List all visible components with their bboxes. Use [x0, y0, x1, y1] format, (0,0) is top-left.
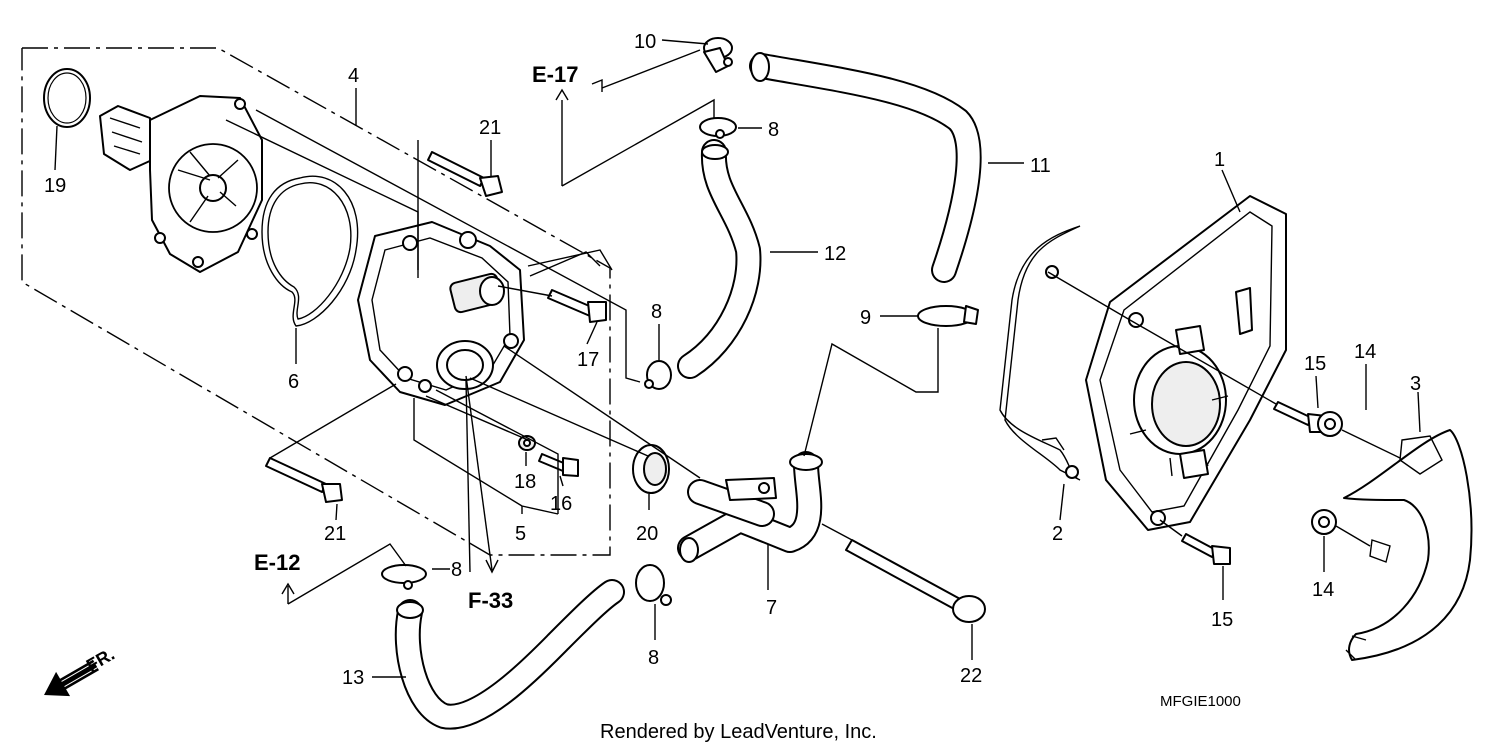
- bolt-21-upper[interactable]: [427, 151, 503, 197]
- hose-clamp-9[interactable]: [917, 305, 979, 327]
- diagram-code: MFGIE1000: [1160, 693, 1241, 710]
- callout-16: 16: [550, 493, 572, 515]
- callout-4: 4: [348, 65, 359, 87]
- hose-clamp-10[interactable]: [703, 37, 733, 73]
- callout-18: 18: [514, 471, 536, 493]
- callout-15-upper: 15: [1304, 353, 1326, 375]
- reference-f33[interactable]: F-33: [468, 588, 513, 613]
- callout-1: 1: [1214, 149, 1225, 171]
- callout-17: 17: [577, 349, 599, 371]
- callout-20: 20: [636, 523, 658, 545]
- gasket-6[interactable]: [261, 175, 359, 327]
- callout-5: 5: [515, 523, 526, 545]
- leader-lines: [54, 39, 1421, 678]
- hose-clamp-8-middle[interactable]: [644, 360, 672, 390]
- callout-labels: 1 2 3 4 5 6 7 8 8 8 8 9 10 11 12 13 14 1…: [44, 31, 1421, 689]
- water-pump-body[interactable]: [357, 221, 525, 406]
- bolt-17[interactable]: [547, 289, 607, 323]
- assembly-boundary: [21, 47, 611, 556]
- callout-7: 7: [766, 597, 777, 619]
- callout-14-upper: 14: [1354, 341, 1376, 363]
- water-joint-pipe-7[interactable]: [677, 451, 823, 563]
- o-ring-19[interactable]: [43, 68, 91, 128]
- grommet-14-lower[interactable]: [1311, 509, 1337, 535]
- reference-e17[interactable]: E-17: [532, 62, 578, 87]
- sprocket-cover-3[interactable]: [1343, 429, 1473, 661]
- callout-8-middle: 8: [651, 301, 662, 323]
- callout-8-upper: 8: [768, 119, 779, 141]
- cover-gasket-2[interactable]: [999, 225, 1081, 481]
- callout-21-lower: 21: [324, 523, 346, 545]
- bolt-16[interactable]: [538, 453, 579, 477]
- arrow-left-icon: [44, 659, 99, 697]
- water-hose-12[interactable]: [677, 139, 762, 379]
- callout-8-lower-left: 8: [451, 559, 462, 581]
- callout-22: 22: [960, 665, 982, 687]
- callout-21-upper: 21: [479, 117, 501, 139]
- callout-13: 13: [342, 667, 364, 689]
- callout-11: 11: [1030, 155, 1051, 177]
- crankcase-cover-1[interactable]: [1085, 195, 1287, 531]
- bolt-21-lower[interactable]: [265, 457, 343, 503]
- water-pump-impeller-assembly[interactable]: [99, 95, 263, 273]
- callout-6: 6: [288, 371, 299, 393]
- hose-clamp-8-upper[interactable]: [699, 117, 737, 139]
- callout-10: 10: [634, 31, 656, 53]
- credit-text: Rendered by LeadVenture, Inc.: [600, 721, 877, 743]
- callout-3: 3: [1410, 373, 1421, 395]
- hose-clamp-8-lower-right[interactable]: [635, 564, 672, 606]
- callout-15-lower: 15: [1211, 609, 1233, 631]
- bolt-15-lower[interactable]: [1181, 533, 1231, 565]
- reference-e12[interactable]: E-12: [254, 550, 300, 575]
- callout-9: 9: [860, 307, 871, 329]
- grommet-14-upper[interactable]: [1317, 411, 1343, 437]
- callout-2: 2: [1052, 523, 1063, 545]
- callout-12: 12: [824, 243, 846, 265]
- water-hose-13[interactable]: [394, 579, 625, 730]
- bolt-22[interactable]: [845, 539, 986, 623]
- callout-14-lower: 14: [1312, 579, 1334, 601]
- callout-19: 19: [44, 175, 66, 197]
- hose-clamp-8-lower-left[interactable]: [381, 564, 427, 590]
- water-hose-11[interactable]: [749, 52, 982, 283]
- callout-8-lower-right: 8: [648, 647, 659, 669]
- front-direction-arrow: FR.: [44, 644, 118, 697]
- cross-references: E-17 E-12 F-33: [254, 62, 578, 613]
